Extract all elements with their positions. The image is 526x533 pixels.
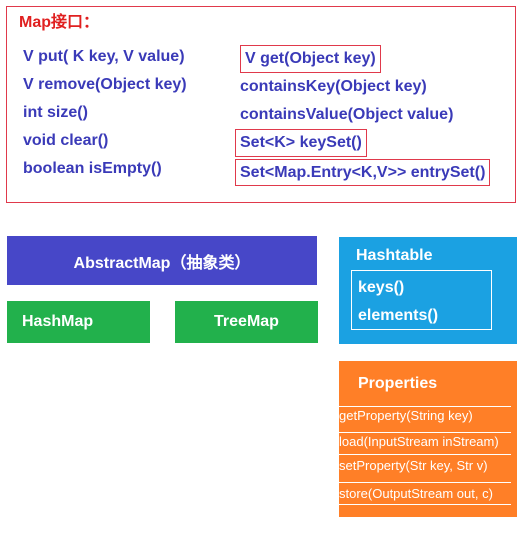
method-keyset-label: Set<K> keySet() bbox=[240, 134, 362, 151]
abstract-map-box: AbstractMap（抽象类） bbox=[7, 236, 317, 285]
method-remove: V remove(Object key) bbox=[23, 76, 187, 93]
properties-divider bbox=[339, 504, 511, 505]
tree-map-label: TreeMap bbox=[214, 313, 279, 330]
method-entryset: Set<Map.Entry<K,V>> entrySet() bbox=[235, 159, 491, 186]
hashtable-title: Hashtable bbox=[356, 247, 433, 264]
properties-divider bbox=[339, 482, 511, 483]
method-containskey: containsKey(Object key) bbox=[240, 78, 427, 95]
hash-map-box: HashMap bbox=[7, 301, 150, 343]
method-put: V put( K key, V value) bbox=[23, 48, 185, 65]
hashtable-method-elements: elements() bbox=[358, 307, 439, 324]
properties-box bbox=[339, 361, 517, 517]
hash-map-label: HashMap bbox=[22, 313, 94, 330]
method-containsvalue: containsValue(Object value) bbox=[240, 106, 454, 123]
method-entryset-label: Set<Map.Entry<K,V>> entrySet() bbox=[240, 163, 486, 181]
map-interface-box bbox=[6, 6, 516, 203]
hashtable-methods-box bbox=[351, 270, 492, 330]
properties-method-getproperty: getProperty(String key) bbox=[339, 408, 473, 423]
method-isempty: boolean isEmpty() bbox=[23, 160, 162, 177]
properties-divider bbox=[339, 454, 511, 455]
properties-method-setproperty: setProperty(Str key, Str v) bbox=[339, 458, 488, 473]
properties-method-store: store(OutputStream out, c) bbox=[339, 486, 493, 501]
method-size: int size() bbox=[23, 104, 88, 121]
properties-divider bbox=[339, 432, 511, 433]
properties-title: Properties bbox=[358, 375, 438, 392]
method-get: V get(Object key) bbox=[240, 45, 381, 73]
map-interface-title: Map接口： bbox=[19, 14, 100, 31]
tree-map-box: TreeMap bbox=[175, 301, 318, 343]
properties-divider bbox=[339, 406, 511, 407]
method-clear: void clear() bbox=[23, 132, 109, 149]
hashtable-method-keys: keys() bbox=[358, 279, 405, 296]
method-get-label: V get(Object key) bbox=[245, 50, 376, 67]
hashtable-box bbox=[339, 237, 517, 344]
abstract-map-label: AbstractMap（抽象类） bbox=[73, 254, 251, 272]
method-keyset: Set<K> keySet() bbox=[235, 129, 367, 157]
properties-method-load: load(InputStream inStream) bbox=[339, 434, 499, 449]
